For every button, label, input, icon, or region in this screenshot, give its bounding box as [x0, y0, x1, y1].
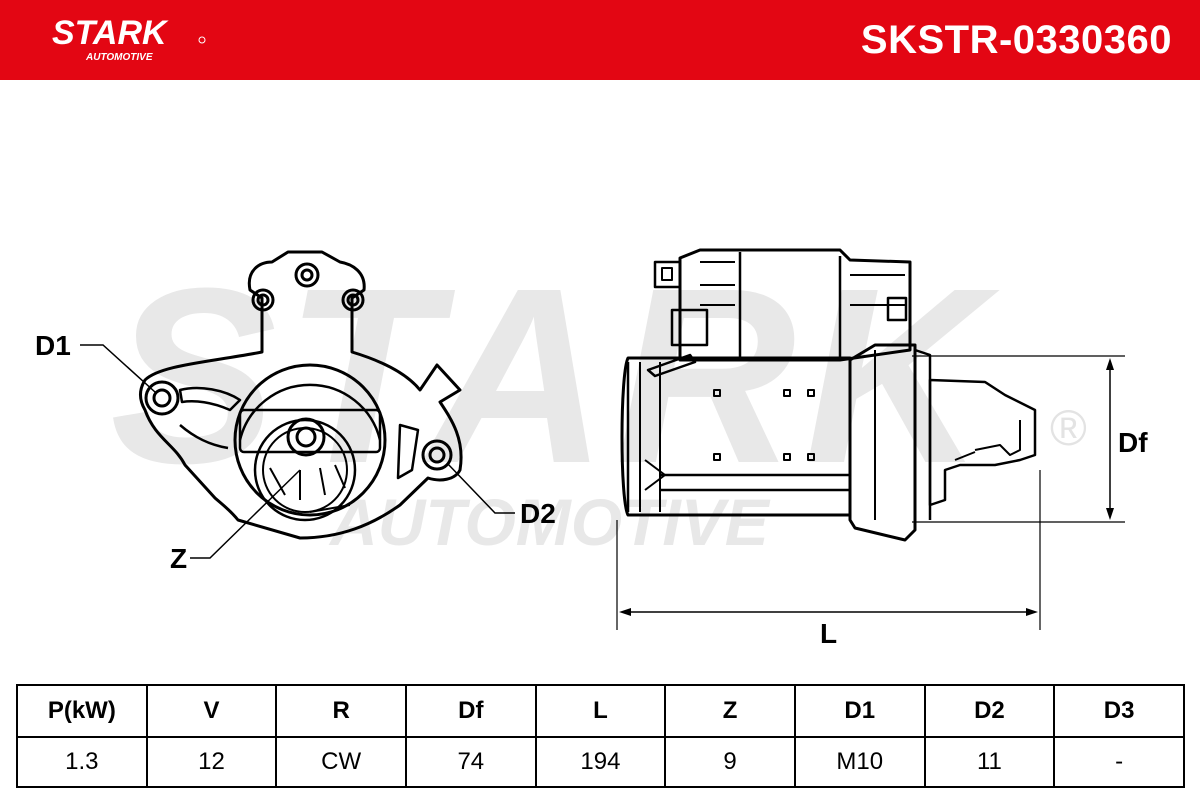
- label-df: Df: [1118, 427, 1148, 458]
- technical-drawing: STARK AUTOMOTIVE ®: [35, 236, 1148, 649]
- header-cell: D3: [1053, 684, 1185, 738]
- solenoid-body: [678, 248, 912, 362]
- watermark: STARK AUTOMOTIVE ®: [110, 236, 1087, 559]
- label-z: Z: [170, 543, 187, 574]
- spec-value-row: 1.3 12 CW 74 194 9 M10 11 -: [16, 736, 1185, 788]
- header-cell: V: [145, 684, 278, 738]
- front-view: [139, 250, 463, 540]
- drive-housing: [233, 363, 387, 517]
- header-cell: D2: [923, 684, 1056, 738]
- value-cell: 194: [534, 736, 667, 788]
- leader-lines: [80, 344, 515, 559]
- header-cell: R: [275, 684, 407, 738]
- pinion-nose: [928, 378, 1037, 507]
- stark-logo: STARK AUTOMOTIVE: [52, 14, 206, 63]
- front-housing-outline: [139, 250, 463, 540]
- label-l: L: [820, 618, 837, 649]
- watermark-sub: AUTOMOTIVE: [328, 485, 771, 559]
- spec-header-row: P(kW) V R Df L Z D1 D2 D3: [16, 684, 1185, 738]
- mount-hole-d2: [421, 439, 453, 471]
- logo-subtext: AUTOMOTIVE: [85, 52, 153, 63]
- watermark-main: STARK: [110, 236, 1000, 515]
- terminal-stud: [653, 260, 682, 289]
- motor-body: [620, 356, 852, 517]
- value-cell: -: [1053, 736, 1185, 788]
- header-cell: D1: [793, 684, 926, 738]
- value-cell: CW: [275, 736, 407, 788]
- value-cell: 1.3: [16, 736, 148, 788]
- drive-end-housing: [848, 343, 917, 542]
- header-cell: P(kW): [16, 684, 148, 738]
- value-cell: 74: [404, 736, 537, 788]
- dimension-lines: [616, 355, 1125, 630]
- header-cell: Z: [664, 684, 796, 738]
- mount-hole-top: [294, 262, 320, 288]
- header-cell: L: [534, 684, 667, 738]
- part-number: SKSTR-0330360: [860, 18, 1172, 62]
- label-d2: D2: [520, 498, 556, 529]
- header-bar: STARK AUTOMOTIVE SKSTR-0330360: [0, 0, 1200, 80]
- value-cell: 12: [145, 736, 278, 788]
- header-cell: Df: [404, 684, 537, 738]
- value-cell: 11: [923, 736, 1056, 788]
- mount-hole-right: [341, 288, 365, 312]
- value-cell: 9: [664, 736, 796, 788]
- label-d1: D1: [35, 330, 71, 361]
- mount-hole-d1: [144, 380, 180, 416]
- side-view: [620, 248, 1037, 542]
- pinion-shaft: [286, 417, 326, 457]
- gear-guard: [238, 408, 382, 454]
- watermark-registered: ®: [1050, 400, 1087, 456]
- value-cell: M10: [793, 736, 926, 788]
- logo-text: STARK: [52, 14, 169, 52]
- mount-hole-left: [251, 288, 275, 312]
- spec-table: P(kW) V R Df L Z D1 D2 D3 1.3 12 CW 74 1…: [16, 684, 1185, 788]
